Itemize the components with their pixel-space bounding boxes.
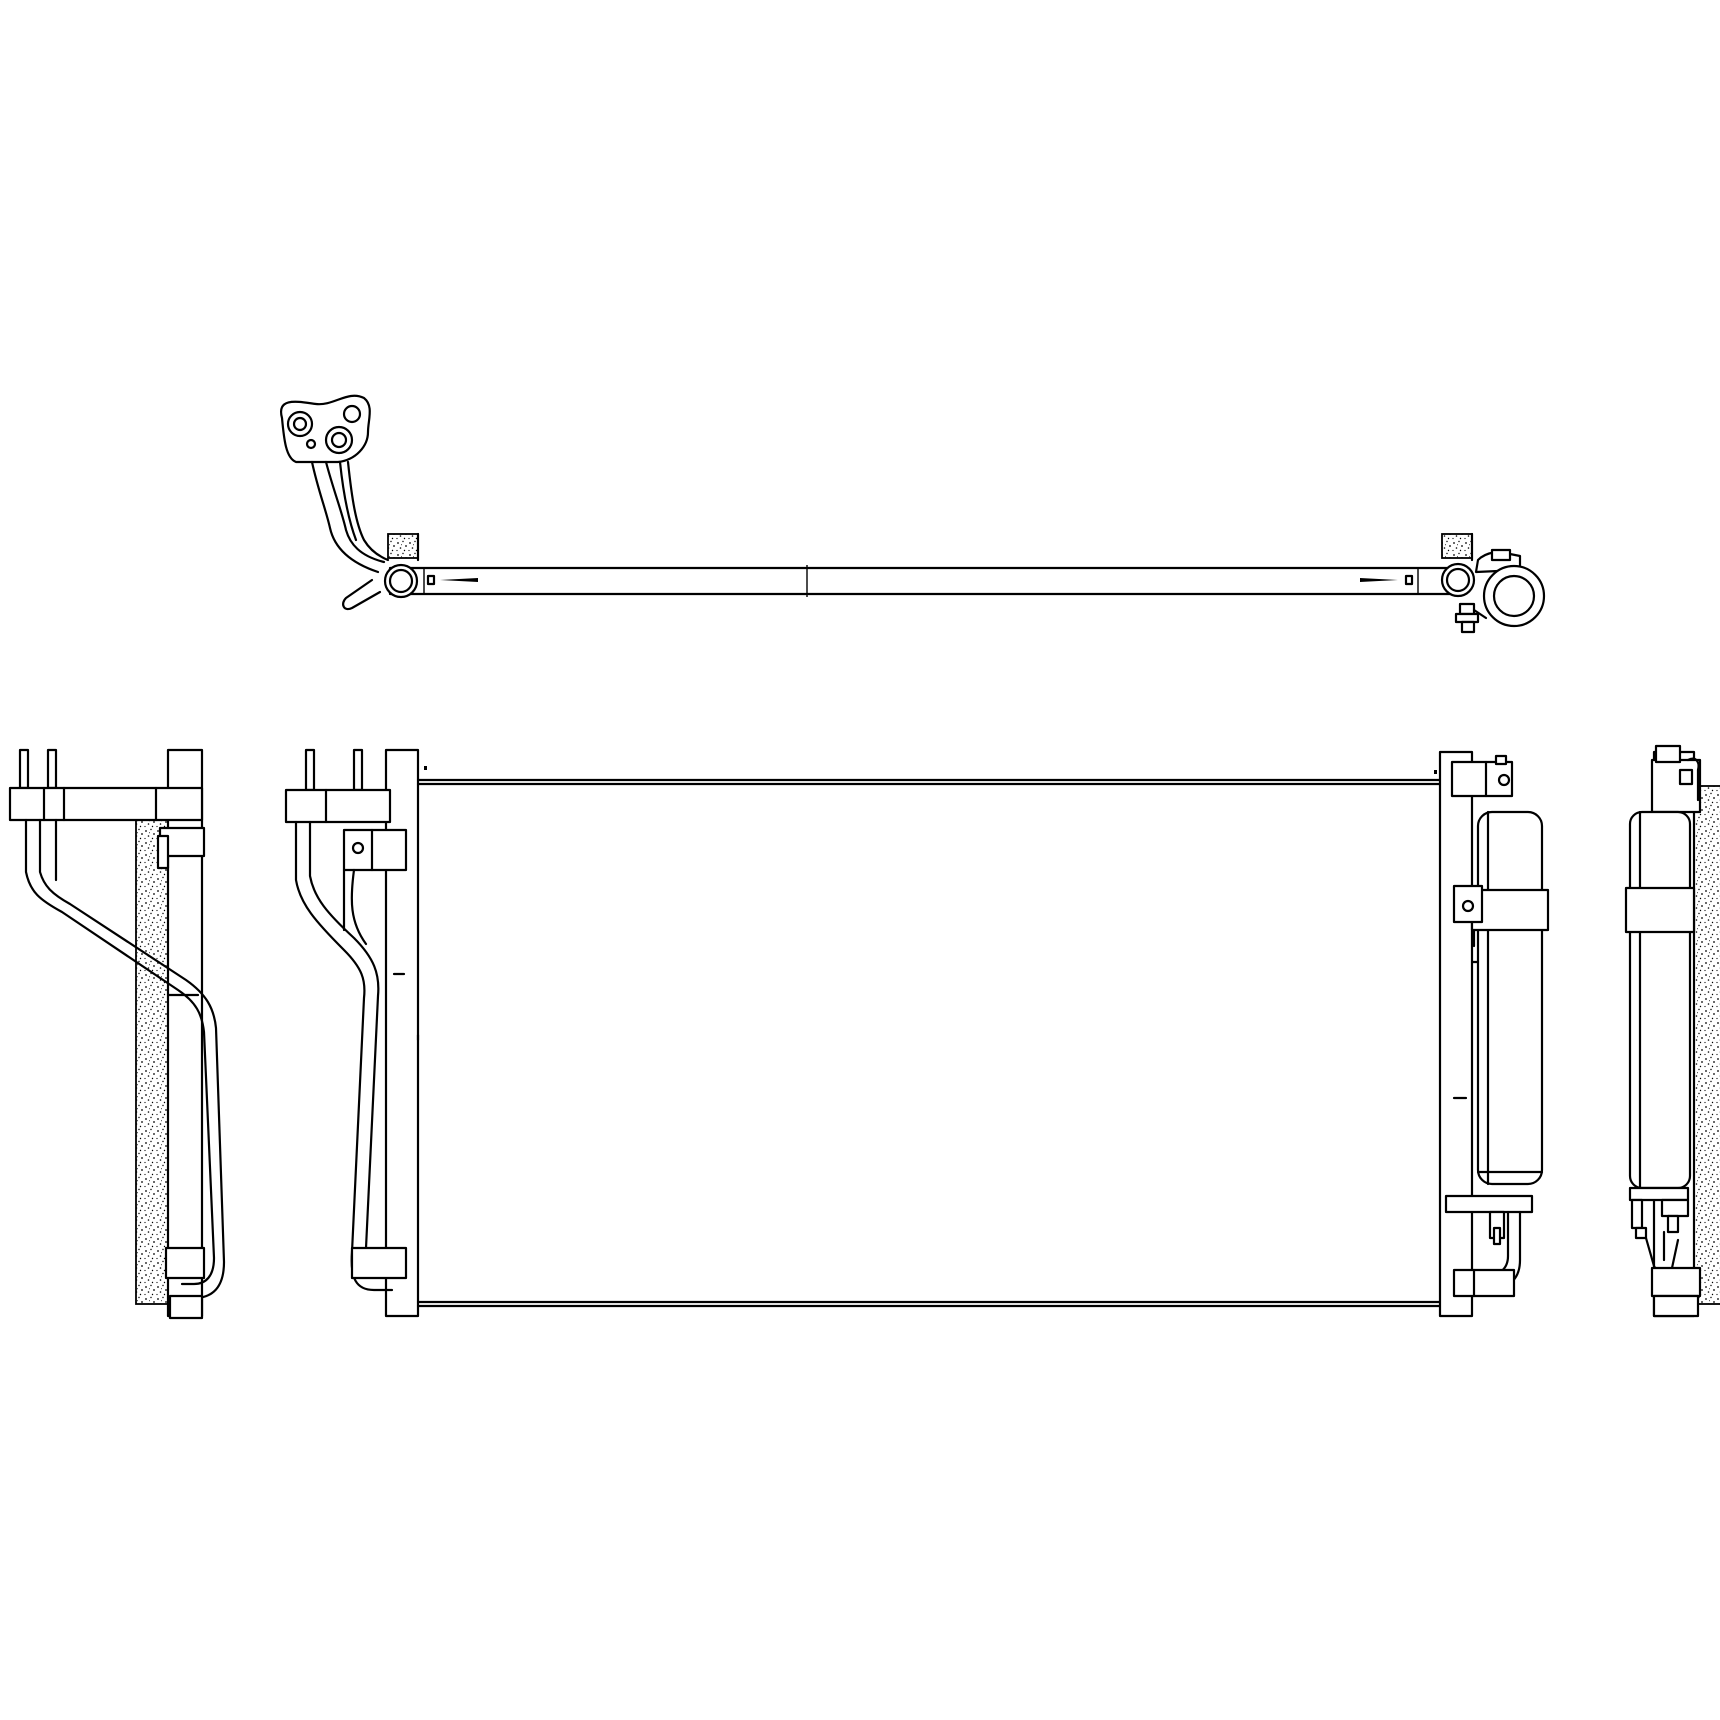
front-view-tube-a (294, 820, 394, 1292)
left-view-foam-strip (135, 795, 171, 1305)
top-view-drier (1482, 564, 1546, 628)
left-side-view (8, 748, 226, 1320)
front-view (284, 748, 1550, 1318)
top-view-right-foam (1441, 533, 1473, 559)
top-view-left-bracket (279, 394, 371, 464)
top-view-left-foam (387, 533, 419, 559)
left-view-tube-b (38, 818, 226, 1300)
bracket-port-icon (324, 425, 354, 455)
bracket-hole-icon (286, 410, 314, 438)
right-side-view (1624, 744, 1720, 1318)
right-view-foam-strip (1691, 785, 1720, 1305)
top-view-tank-bar (388, 566, 1454, 596)
front-view-manifold-block (284, 788, 392, 824)
top-view (279, 394, 1546, 634)
left-view-manifold-block (8, 786, 204, 822)
front-view-right-tank (1438, 750, 1474, 1318)
left-view-tube-a (24, 818, 216, 1286)
